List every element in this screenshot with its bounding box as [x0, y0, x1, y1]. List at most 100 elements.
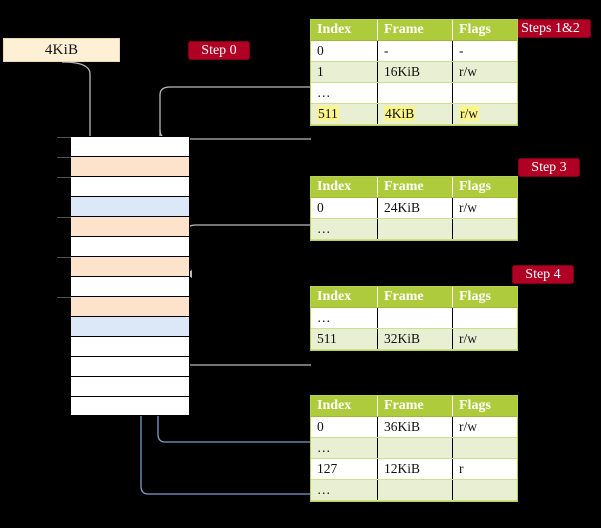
cell-index: … — [311, 82, 378, 104]
source-page-box: 4KiB — [3, 38, 120, 62]
wire-blue-36kib — [157, 420, 311, 443]
cell-flags: r/w — [452, 416, 517, 438]
table-row: 0-- — [311, 40, 517, 62]
cell-frame: - — [377, 40, 453, 62]
cell-frame — [377, 479, 453, 501]
cell-frame — [377, 437, 453, 459]
cell-flags — [452, 437, 517, 459]
column-header-flags: Flags — [452, 20, 517, 41]
column-header-frame: Frame — [377, 20, 453, 41]
cell-index: 0 — [311, 40, 378, 62]
memory-frame-tick — [57, 217, 71, 218]
wire-step3 — [185, 224, 311, 266]
column-header-flags: Flags — [452, 177, 517, 198]
memory-frame-row — [70, 336, 190, 356]
cell-flags: r — [452, 458, 517, 480]
memory-frame-tick — [57, 137, 71, 138]
cell-frame — [377, 218, 453, 240]
memory-frame-row — [57, 216, 190, 236]
physical-memory-column — [57, 136, 190, 416]
memory-frame-row — [70, 316, 190, 336]
column-header-frame: Frame — [377, 396, 453, 417]
cell-flags: r/w — [452, 61, 517, 83]
memory-frame-row — [70, 236, 190, 256]
table-row: … — [311, 437, 517, 459]
wire-step0 — [61, 61, 91, 152]
cell-index: 127 — [311, 458, 378, 480]
badge-step-4: Step 4 — [512, 265, 574, 284]
memory-frame-row — [57, 156, 190, 176]
cell-frame: 36KiB — [377, 416, 453, 438]
badge-label: Steps 1&2 — [521, 20, 580, 36]
cell-flags — [452, 218, 517, 240]
cell-index: 0 — [311, 416, 378, 438]
cell-frame — [377, 82, 453, 104]
cell-flags: r/w — [452, 328, 517, 350]
cell-flags: r/w — [452, 103, 517, 125]
table-row: … — [311, 218, 517, 240]
cell-index: … — [311, 437, 378, 459]
column-header-index: Index — [311, 396, 378, 417]
memory-frame-tick — [57, 157, 71, 158]
column-header-flags: Flags — [452, 287, 517, 308]
wire-step4 — [181, 316, 311, 366]
column-header-frame: Frame — [377, 287, 453, 308]
column-header-index: Index — [311, 177, 378, 198]
badge-label: Step 4 — [525, 266, 561, 282]
cell-flags: r/w — [452, 197, 517, 219]
memory-frame-row — [70, 356, 190, 376]
badge-step-0: Step 0 — [188, 41, 250, 60]
badge-label: Step 0 — [201, 42, 237, 58]
cell-frame: 24KiB — [377, 197, 453, 219]
memory-frame-tick — [57, 297, 71, 298]
badge-steps-1-2: Steps 1&2 — [510, 19, 591, 38]
cell-index: … — [311, 218, 378, 240]
column-header-index: Index — [311, 287, 378, 308]
cell-flags: - — [452, 40, 517, 62]
column-header-flags: Flags — [452, 396, 517, 417]
memory-frame-tick — [57, 257, 71, 258]
memory-frame-row — [70, 396, 190, 416]
cell-index: … — [311, 479, 378, 501]
table-row: … — [311, 479, 517, 501]
cell-index: 511 — [311, 103, 378, 125]
memory-frame-row — [70, 276, 190, 296]
memory-frame-row — [57, 176, 190, 196]
cell-frame: 32KiB — [377, 328, 453, 350]
cell-flags — [452, 82, 517, 104]
cell-index: 1 — [311, 61, 378, 83]
column-header-frame: Frame — [377, 177, 453, 198]
cell-value: r/w — [459, 106, 479, 121]
memory-frame-row — [57, 136, 190, 156]
cell-index: … — [311, 307, 378, 329]
source-page-label: 4KiB — [44, 41, 79, 58]
memory-frame-tick — [57, 177, 71, 178]
cell-index: 511 — [311, 328, 378, 350]
cell-value: 4KiB — [384, 106, 416, 121]
cell-frame: 16KiB — [377, 61, 453, 83]
cell-value: 511 — [317, 106, 339, 121]
column-header-index: Index — [311, 20, 378, 41]
cell-frame: 12KiB — [377, 458, 453, 480]
cell-index: 0 — [311, 197, 378, 219]
table-row: 511 4KiB r/w — [311, 103, 517, 125]
table-row: … — [311, 307, 517, 329]
memory-frame-row — [57, 296, 190, 316]
cell-flags — [452, 307, 517, 329]
cell-frame — [377, 307, 453, 329]
memory-frame-row — [57, 256, 190, 276]
